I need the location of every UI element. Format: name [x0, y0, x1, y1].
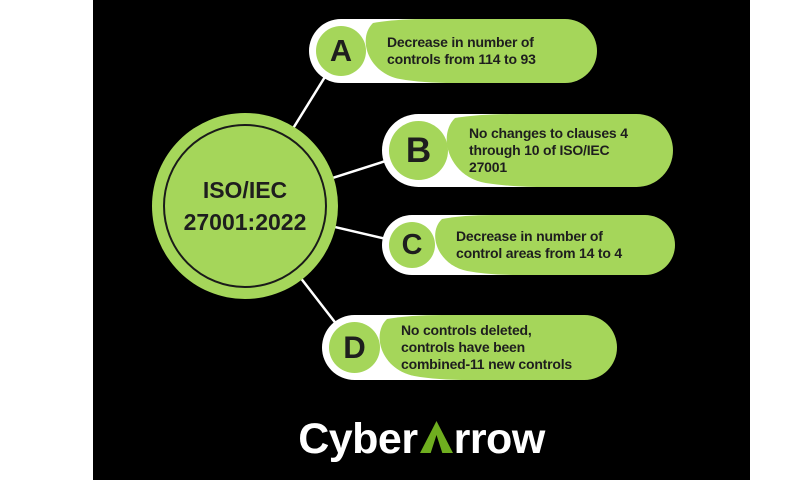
center-circle: ISO/IEC 27001:2022	[152, 113, 338, 299]
item-pill-b: B No changes to clauses 4 through 10 of …	[382, 114, 673, 187]
logo-arrow-a-icon	[419, 421, 453, 453]
item-text-d: No controls deleted, controls have been …	[401, 321, 573, 373]
logo-text-suffix: rrow	[453, 415, 546, 463]
logo-text-prefix: Cyber	[298, 415, 418, 463]
item-pill-a: A Decrease in number of controls from 11…	[309, 19, 597, 83]
item-letter-badge-a: A	[316, 26, 366, 76]
center-circle-title: ISO/IEC 27001:2022	[183, 176, 307, 235]
item-text-b: No changes to clauses 4 through 10 of IS…	[469, 124, 628, 176]
center-circle-ring	[163, 124, 327, 288]
item-letter-badge-c: C	[389, 222, 435, 268]
item-text-c: Decrease in number of control areas from…	[456, 227, 622, 261]
item-text-a: Decrease in number of controls from 114 …	[387, 33, 536, 67]
item-letter-badge-d: D	[329, 322, 380, 373]
item-pill-c: C Decrease in number of control areas fr…	[382, 215, 675, 275]
item-pill-d: D No controls deleted, controls have bee…	[322, 315, 617, 380]
logo: Cyber rrow	[93, 410, 750, 462]
item-letter-badge-b: B	[389, 121, 448, 180]
